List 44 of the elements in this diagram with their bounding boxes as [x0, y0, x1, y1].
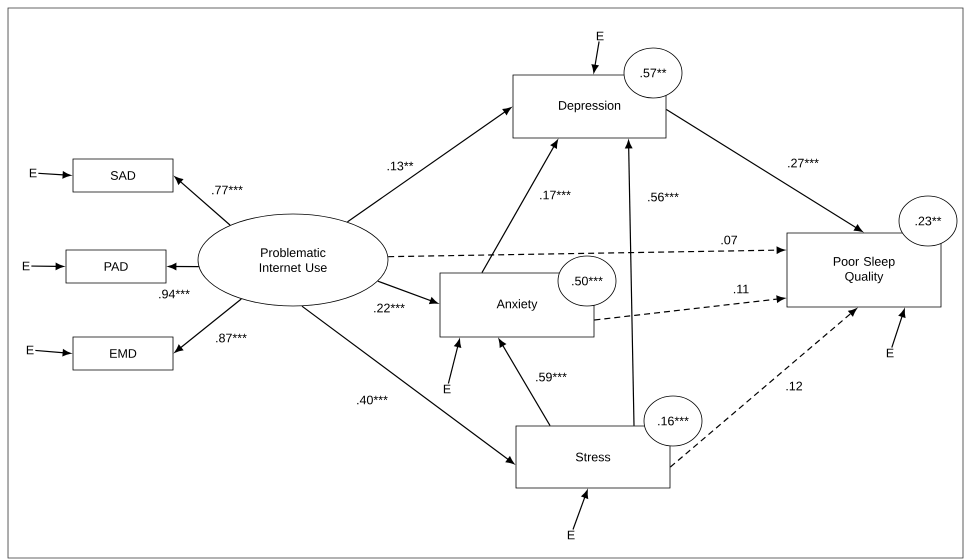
variable-box: SAD — [72, 158, 174, 192]
path-arrow — [174, 298, 242, 353]
node-label: .23** — [916, 216, 942, 226]
path-arrow — [388, 246, 785, 258]
path-coefficient: .77*** — [210, 185, 244, 195]
path-coefficient: .27*** — [786, 158, 820, 168]
error-term-label: E — [30, 168, 37, 178]
path-arrow — [174, 176, 230, 226]
path-arrow — [448, 339, 462, 384]
path-arrow — [670, 308, 857, 468]
path-arrow — [168, 263, 199, 270]
variable-box: PAD — [66, 250, 166, 284]
error-term-label: E — [26, 346, 34, 354]
error-term-label: E — [886, 348, 894, 358]
path-arrow — [481, 140, 558, 273]
path-coefficient: .07 — [720, 235, 738, 245]
path-arrow — [35, 349, 71, 356]
path-arrow — [347, 107, 512, 222]
variable-box: EMD — [72, 336, 174, 370]
path-arrow — [572, 490, 588, 530]
path-coefficient: .56*** — [646, 192, 680, 202]
path-coefficient: .17*** — [538, 190, 572, 200]
path-arrow — [302, 306, 514, 464]
error-term-label: E — [568, 530, 575, 540]
path-coefficient: .94*** — [158, 289, 190, 299]
path-coefficient: .13** — [386, 161, 414, 171]
error-term-label: E — [444, 384, 451, 394]
path-coefficient: .59*** — [534, 372, 568, 382]
path-arrow — [31, 262, 64, 270]
path-arrow — [38, 171, 71, 178]
path-coefficient: .40*** — [356, 395, 388, 405]
variable-box: Stress — [516, 426, 670, 488]
error-term-label: E — [22, 262, 30, 270]
path-coefficient: .12 — [784, 381, 804, 391]
error-term-label: E — [596, 32, 604, 40]
path-arrow — [592, 41, 600, 73]
path-arrow — [666, 108, 863, 232]
path-arrow — [891, 309, 906, 348]
path-arrow — [498, 338, 551, 426]
path-arrow — [594, 296, 785, 321]
path-arrow — [625, 140, 635, 426]
path-coefficient: .87*** — [214, 333, 248, 343]
path-arrow — [378, 280, 438, 304]
path-coefficient: .11 — [732, 284, 750, 294]
